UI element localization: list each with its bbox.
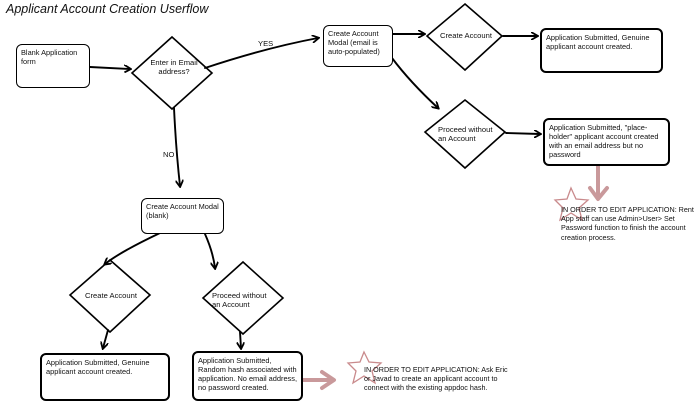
edge-email-no: [173, 107, 180, 186]
edge-proceed-bottom-to-hash: [240, 331, 241, 348]
accent-arrow-bottom: [298, 370, 336, 390]
diamond-create-account-bottom: [68, 258, 152, 334]
node-submitted-genuine-top: Application Submitted, Genuine applicant…: [540, 28, 663, 73]
node-blank-application-form: Blank Application form: [16, 44, 90, 88]
note-edit-application-bottom: IN ORDER TO EDIT APPLICATION: Ask Eric o…: [364, 365, 508, 393]
node-submitted-placeholder: Application Submitted, "place-holder" ap…: [543, 118, 670, 166]
edge-label-no: NO: [163, 150, 175, 159]
diamond-create-account-top: [425, 2, 504, 72]
edge-modal-blank-to-proceed: [204, 233, 215, 268]
note-edit-application-right: IN ORDER TO EDIT APPLICATION: Rent App s…: [561, 205, 694, 242]
accent-arrow-right: [588, 163, 609, 201]
edge-create-bottom-to-submitted: [103, 329, 109, 348]
edge-proceed-top-to-placeholder: [505, 133, 540, 134]
node-submitted-hash: Application Submitted, Random hash assoc…: [192, 351, 303, 401]
label-proceed-without-bottom: Proceed without an Account: [212, 291, 267, 310]
star-icon-right: [553, 186, 590, 222]
star-icon-bottom: [346, 350, 383, 385]
label-proceed-without-top: Proceed without an Account: [438, 125, 493, 144]
decision-enter-email-diamond: [130, 35, 214, 111]
edge-label-yes: YES: [258, 39, 274, 48]
node-create-account-modal-email: Create Account Modal (email is auto-popu…: [323, 25, 393, 67]
diamond-proceed-without-bottom: [201, 260, 285, 336]
edge-email-yes: [204, 38, 318, 69]
diamond-proceed-without-top: [423, 98, 507, 170]
edge-blank-to-email: [89, 67, 130, 69]
label-enter-email: Enter in Email address?: [150, 58, 198, 77]
label-create-account-top: Create Account: [440, 31, 492, 40]
edge-modal-blank-to-create: [105, 232, 161, 264]
label-create-account-bottom: Create Account: [85, 291, 137, 300]
edge-modal-to-proceed-top: [391, 57, 438, 108]
diagram-title: Applicant Account Creation Userflow: [6, 2, 209, 16]
node-create-account-modal-blank: Create Account Modal (blank): [141, 198, 224, 234]
node-submitted-genuine-bottom: Application Submitted, Genuine applicant…: [40, 353, 170, 401]
